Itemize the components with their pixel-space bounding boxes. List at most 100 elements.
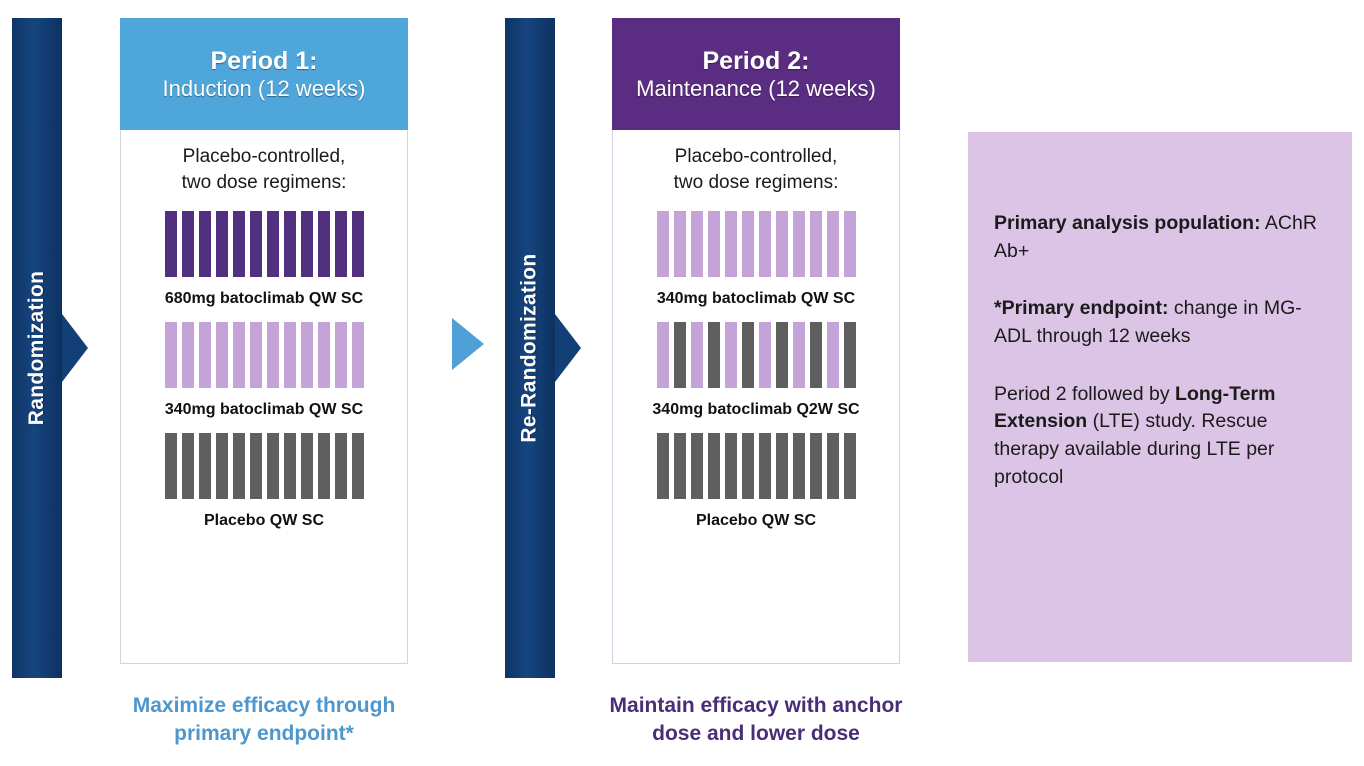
dose-bar-gray — [843, 322, 856, 389]
dose-bar-dark-purple — [232, 211, 245, 278]
info-long-term-extension: Period 2 followed by Long-Term Extension… — [994, 381, 1326, 492]
dose-bar-gray — [164, 433, 177, 500]
period1-to-rerandomization-arrow-icon — [452, 318, 484, 370]
dose-bar-gray — [775, 433, 788, 500]
dose-bar-light-purple — [249, 322, 262, 389]
re-randomization-bar: Re-Randomization — [505, 18, 581, 678]
info-lte-text-tail: (LTE) study. Rescue therapy available du… — [994, 410, 1275, 488]
randomization-bar: Randomization — [12, 18, 88, 678]
dose-bar-light-purple — [826, 211, 839, 278]
dose-bar-light-purple — [809, 211, 822, 278]
dose-bar-gray — [198, 433, 211, 500]
dose-bar-gray — [266, 433, 279, 500]
dose-bar-light-purple — [741, 211, 754, 278]
dose-bar-gray — [673, 433, 686, 500]
dose-bar-light-purple — [317, 322, 330, 389]
period-1-title: Period 1: — [210, 46, 318, 75]
dose-bar-gray — [673, 322, 686, 389]
dose-bar-light-purple — [724, 322, 737, 389]
dose-bar-light-purple — [690, 211, 703, 278]
dose-bar-gray — [843, 433, 856, 500]
dose-bar-gray — [724, 433, 737, 500]
dose-bar-dark-purple — [334, 211, 347, 278]
info-lte-bold: Long-Term Extension — [994, 382, 1276, 433]
dose-bar-gray — [249, 433, 262, 500]
dose-bar-dark-purple — [198, 211, 211, 278]
period-1-caption-line-2: two dose regimens: — [181, 171, 347, 193]
dose-bar-gray — [232, 433, 245, 500]
dose-bar-gray — [317, 433, 330, 500]
dose-bar-gray — [741, 433, 754, 500]
info-primary-endpoint-label: *Primary endpoint: — [994, 297, 1169, 320]
dose-bar-gray — [792, 433, 805, 500]
dose-bar-light-purple — [334, 322, 347, 389]
period-1-arm-1: 680mg batoclimab QW SC — [131, 211, 397, 308]
dose-bar-light-purple — [843, 211, 856, 278]
dose-bar-light-purple — [198, 322, 211, 389]
period-1-caption: Placebo-controlled, two dose regimens: — [182, 144, 347, 195]
dose-bar-gray — [690, 433, 703, 500]
period-1-header: Period 1: Induction (12 weeks) — [120, 18, 408, 130]
dose-bar-gray — [741, 322, 754, 389]
dose-bar-dark-purple — [164, 211, 177, 278]
dose-bar-light-purple — [266, 322, 279, 389]
period-2-arm-2: 340mg batoclimab Q2W SC — [623, 322, 889, 419]
period-1-arm-3: Placebo QW SC — [131, 433, 397, 530]
info-lte-text-head: Period 2 followed by — [994, 382, 1176, 405]
dose-bar-gray — [351, 433, 364, 500]
dose-bar-light-purple — [775, 211, 788, 278]
period-1-body: Placebo-controlled, two dose regimens: 6… — [120, 130, 408, 664]
dose-bar-light-purple — [792, 322, 805, 389]
period-1-arm-2-label: 340mg batoclimab QW SC — [164, 401, 364, 419]
dose-bar-dark-purple — [249, 211, 262, 278]
dose-bar-light-purple — [758, 322, 771, 389]
period-1-subtitle: Induction (12 weeks) — [162, 75, 366, 101]
period-2-caption-line-1: Placebo-controlled, — [674, 146, 838, 167]
info-primary-analysis-population: Primary analysis population: AChR Ab+ — [994, 210, 1326, 265]
period-1-arm-2: 340mg batoclimab QW SC — [131, 322, 397, 419]
dose-bar-gray — [707, 322, 720, 389]
period-2-caption: Placebo-controlled, two dose regimens: — [674, 144, 839, 195]
dose-bar-gray — [215, 433, 228, 500]
re-randomization-arrow-icon — [555, 314, 581, 382]
dose-bar-gray — [656, 433, 669, 500]
period-2-arm-2-bars — [623, 322, 889, 389]
dose-bar-dark-purple — [317, 211, 330, 278]
dose-bar-light-purple — [792, 211, 805, 278]
dose-bar-light-purple — [181, 322, 194, 389]
randomization-label: Randomization — [25, 270, 48, 426]
period-1-arm-2-bars — [131, 322, 397, 389]
dose-bar-gray — [283, 433, 296, 500]
period-2-body: Placebo-controlled, two dose regimens: 3… — [612, 130, 900, 664]
info-panel: Primary analysis population: AChR Ab+ *P… — [968, 132, 1352, 662]
dose-bar-gray — [334, 433, 347, 500]
dose-bar-gray — [758, 433, 771, 500]
dose-bar-gray — [181, 433, 194, 500]
info-primary-analysis-population-label: Primary analysis population: — [994, 212, 1261, 234]
dose-bar-dark-purple — [283, 211, 296, 278]
dose-bar-gray — [826, 433, 839, 500]
dose-bar-gray — [809, 433, 822, 500]
period-2-arm-3-bars — [623, 433, 889, 500]
period-2-arm-3: Placebo QW SC — [623, 433, 889, 530]
info-primary-analysis-population-value: AChR Ab+ — [994, 212, 1317, 262]
dose-bar-dark-purple — [215, 211, 228, 278]
dose-bar-light-purple — [232, 322, 245, 389]
dose-bar-light-purple — [164, 322, 177, 389]
period-1-caption-line-1: Placebo-controlled, — [182, 146, 346, 167]
period-2-arm-1: 340mg batoclimab QW SC — [623, 211, 889, 308]
dose-bar-light-purple — [300, 322, 313, 389]
dose-bar-gray — [707, 433, 720, 500]
dose-bar-dark-purple — [266, 211, 279, 278]
dose-bar-gray — [809, 322, 822, 389]
dose-bar-dark-purple — [351, 211, 364, 278]
period-2-arm-1-label: 340mg batoclimab QW SC — [656, 290, 856, 308]
dose-bar-light-purple — [826, 322, 839, 389]
randomization-arrow-icon — [62, 314, 88, 382]
dose-bar-light-purple — [673, 211, 686, 278]
dose-bar-light-purple — [283, 322, 296, 389]
period-2-arm-3-label: Placebo QW SC — [695, 512, 817, 530]
dose-bar-light-purple — [690, 322, 703, 389]
period-1-arm-3-label: Placebo QW SC — [203, 512, 325, 530]
period-1-footer-caption: Maximize efficacy through primary endpoi… — [132, 694, 396, 745]
